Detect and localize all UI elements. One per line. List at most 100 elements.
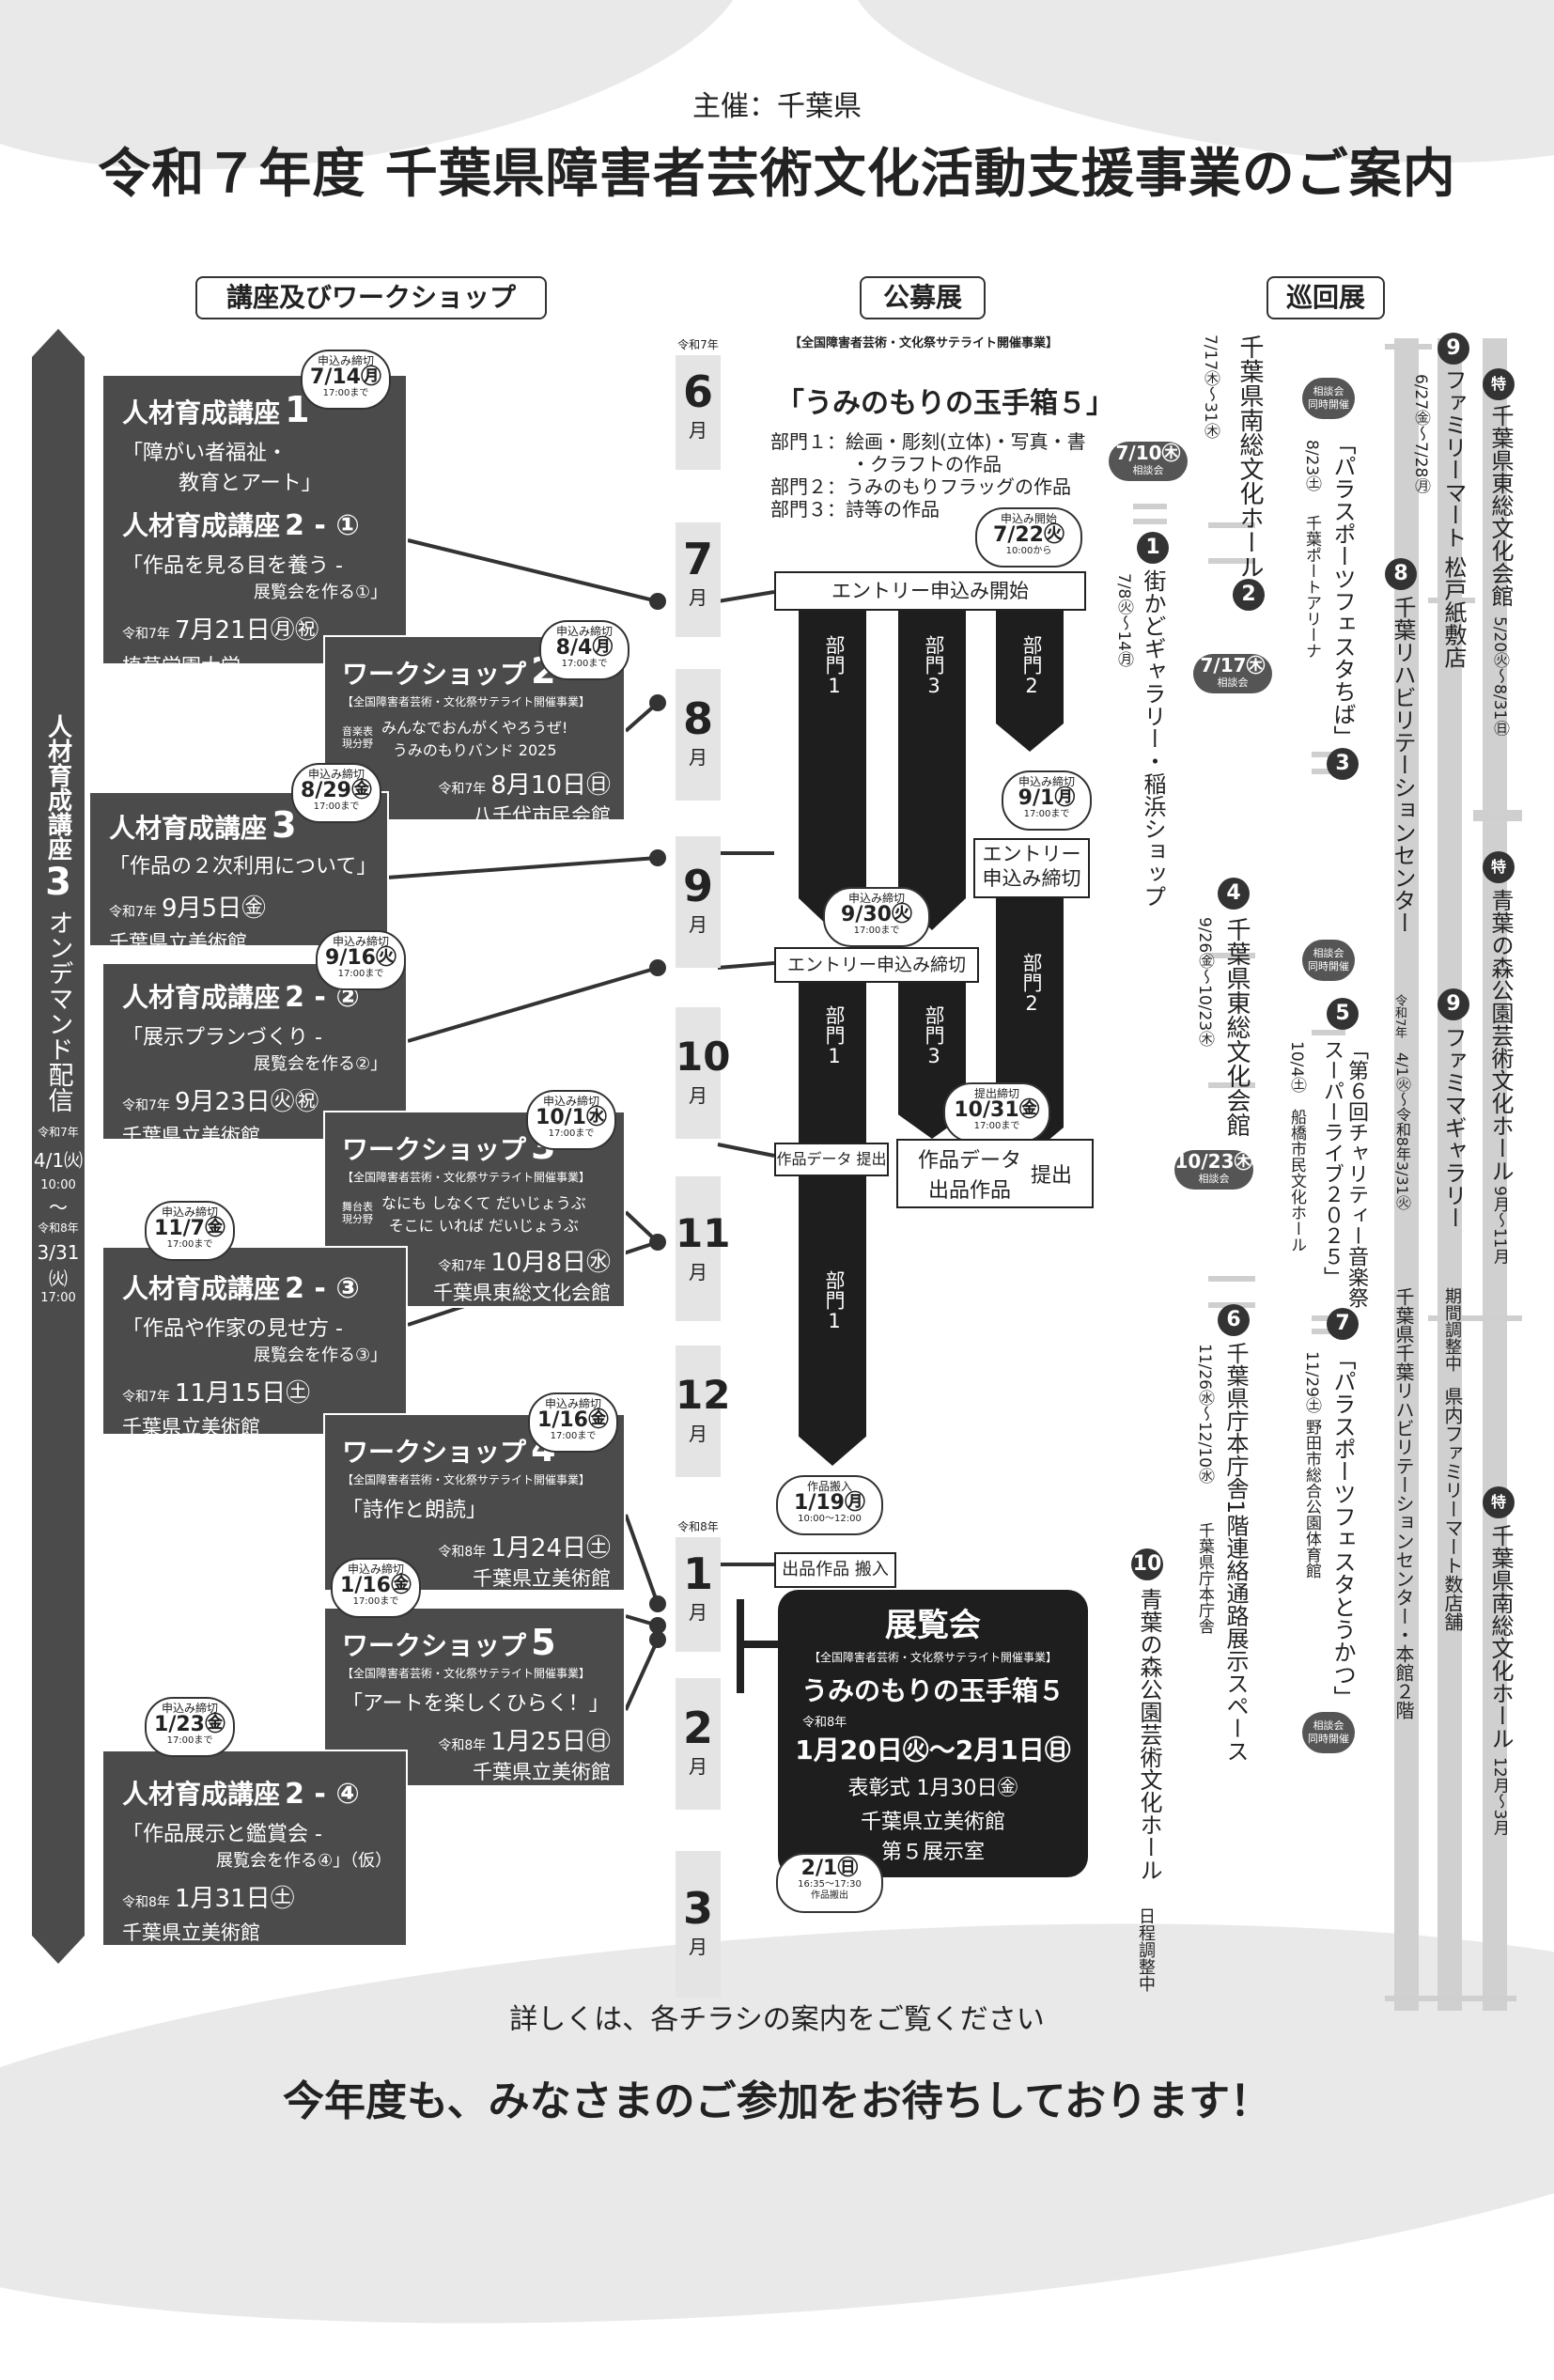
venue-9b-place: ファミマギャラリー	[1440, 1026, 1467, 1229]
month-unit: 月	[689, 1755, 707, 1778]
month-number: 11	[676, 1210, 731, 1256]
lecture-1-title: 人材育成講座	[122, 397, 281, 428]
deadline-time: 17:00まで	[322, 388, 369, 398]
box-line-2: 出品作品	[927, 1179, 1011, 1203]
month-number: 10	[676, 1034, 731, 1080]
venue-bracket	[1208, 953, 1255, 958]
show-era: 令和8年	[802, 1716, 847, 1730]
workshop-4-date: 1月24日㊏	[490, 1534, 611, 1563]
dept3-label-b: 部門3	[923, 1005, 945, 1067]
bubble-label: 作品搬入	[806, 1480, 852, 1493]
venue-1-place: 街かどギャラリー・稲浜ショップ	[1140, 569, 1166, 908]
consult-label: 相談会	[1198, 1173, 1230, 1185]
deadline-time: 17:00まで	[352, 1596, 399, 1607]
venue-10-period: 日程調整中	[1136, 1907, 1156, 1992]
lecture-2-1-date: 7月21日㊊㊗	[175, 616, 319, 645]
lecture-2-4-line1: 「作品展示と鑑賞会 -	[122, 1823, 322, 1846]
pillar-bracket	[1428, 598, 1475, 603]
venue-4-place: 千葉県東総文化会館	[1222, 917, 1251, 1137]
box-line-1: エントリー	[982, 843, 1081, 865]
deadline-label: 申込み締切	[317, 354, 374, 367]
footer-line-1: 詳しくは、各チラシの案内をご覧ください	[509, 2003, 1045, 2036]
consult-line-1: 相談会	[1313, 947, 1344, 959]
bubble-label: 申込み締切	[847, 892, 905, 905]
lecture-2-4-box: 人材育成講座 2 - ④ 「作品展示と鑑賞会 - 展覧会を作る④」（仮） 令和8…	[101, 1750, 408, 1947]
ondemand-era-end: 令和8年	[38, 1221, 79, 1235]
bubble-label: 申込み開始	[1000, 512, 1057, 525]
deadline-label: 申込み締切	[555, 625, 613, 638]
show-name: うみのもりの玉手箱５	[800, 1675, 1064, 1706]
month-unit: 月	[689, 586, 707, 609]
show-award: 表彰式 1月30日㊎	[847, 1777, 1018, 1800]
month-number: 6	[682, 366, 713, 417]
lecture-2-3-date: 11月15日㊏	[175, 1379, 311, 1408]
lecture-2-3-place: 千葉県立美術館	[122, 1416, 260, 1439]
consult-date: 10/23㊍	[1174, 1150, 1253, 1173]
lecture-3-num: 3	[272, 804, 297, 846]
venue-9b-number: 9	[1437, 988, 1469, 1020]
venue-bracket	[1208, 558, 1255, 564]
workshop-5-date: 1月25日㊐	[490, 1728, 611, 1756]
show-venue1: 千葉県立美術館	[860, 1811, 1005, 1834]
workshop-2-line1: みんなでおんがくやろうぜ!	[381, 719, 568, 737]
exhibition-cat2: 部門２：うみのもりフラッグの作品	[770, 475, 1071, 498]
lecture-1-deadline: 申込み締切 7/14㊊ 17:00まで	[301, 350, 391, 410]
footer-line-2: 今年度も、みなさまのご参加をお待ちしております！	[282, 2077, 1272, 2125]
workshop-2-genre: 音楽表現分野	[342, 725, 373, 750]
deadline-date: 7/14㊊	[310, 366, 381, 389]
venue-8-number: 8	[1385, 558, 1417, 590]
deadline-label: 申込み締切	[307, 768, 365, 781]
deadline-date: 1/23㊎	[154, 1713, 225, 1736]
venue-5-place: 船橋市民文化ホール	[1287, 1109, 1306, 1252]
deadline-time: 17:00まで	[550, 1431, 597, 1441]
workshop-2-era: 令和7年	[438, 782, 487, 797]
workshop-5-place: 千葉県立美術館	[473, 1761, 611, 1783]
consult-label: 相談会	[1217, 677, 1249, 689]
box-line-2: 申込み締切	[982, 867, 1081, 890]
venue-minami-date: 7/17㊍〜31㊍	[1201, 334, 1220, 439]
exhibition-cat1b: ・クラフトの作品	[851, 453, 1002, 475]
dept2-label-a: 部門2	[1020, 635, 1043, 697]
month-unit: 月	[689, 1936, 707, 1958]
workshop-5-title: ワークショップ	[342, 1630, 527, 1661]
ondemand-tilde: 〜	[49, 1196, 68, 1219]
dept1-flow-b	[799, 977, 866, 1466]
bubble-time: 17:00まで	[973, 1121, 1020, 1131]
data-submit-box: 作品データ 提出	[774, 1143, 889, 1176]
touring-pillar-special	[1483, 338, 1507, 2011]
section-head-workshops: 講座及びワークショップ	[195, 276, 547, 319]
bubble-time: 17:00まで	[853, 926, 900, 936]
deadline-time: 17:00まで	[166, 1239, 213, 1250]
lecture-2-3-deadline: 申込み締切 11/7㊎ 17:00まで	[145, 1201, 235, 1261]
lecture-2-1-line1: 「作品を見る目を養う -	[122, 554, 343, 578]
workshop-5-era: 令和8年	[438, 1738, 487, 1753]
venue-3-place: 千葉ポートアリーナ	[1302, 515, 1321, 659]
lecture-2-4-place: 千葉県立美術館	[122, 1921, 260, 1944]
deadline-date: 1/16㊎	[537, 1408, 609, 1432]
venue-bracket	[1208, 522, 1255, 528]
venue-bracket	[1133, 519, 1167, 524]
venue-3-title: 「パラスポーツフェスタちば」	[1329, 432, 1356, 748]
dept13-deadline-bubble: 申込み締切 9/30㊋ 17:00まで	[823, 887, 930, 947]
lecture-2-3-line1: 「作品や作家の見せ方 -	[122, 1317, 343, 1341]
lecture-2-2-deadline: 申込み締切 9/16㊋ 17:00まで	[316, 930, 406, 990]
consult-1: 7/10㊍ 相談会	[1109, 442, 1188, 481]
exhibition-show-box: 展覧会 【全国障害者芸術・文化祭サテライト開催事業】 うみのもりの玉手箱５ 令和…	[778, 1590, 1088, 1877]
lecture-2-3-era: 令和7年	[122, 1390, 170, 1405]
venue-9a-date: 6/27㊎〜7/28㊊	[1411, 374, 1430, 494]
lecture-2-4-num: 2 - ④	[285, 1778, 360, 1811]
workshop-4-line1: 「詩作と朗読」	[342, 1499, 488, 1522]
workshop-3-genre: 舞台表現分野	[342, 1201, 373, 1225]
consult-2: 7/17㊍ 相談会	[1193, 654, 1272, 693]
pillar-bracket	[1428, 1315, 1475, 1321]
deadline-date: 8/29㊎	[301, 779, 372, 802]
deadline-time: 17:00まで	[313, 801, 360, 812]
workshop-2-line2: うみのもりバンド 2025	[392, 741, 557, 759]
month-number: 7	[682, 534, 713, 584]
lecture-2-4-era: 令和8年	[122, 1895, 170, 1910]
